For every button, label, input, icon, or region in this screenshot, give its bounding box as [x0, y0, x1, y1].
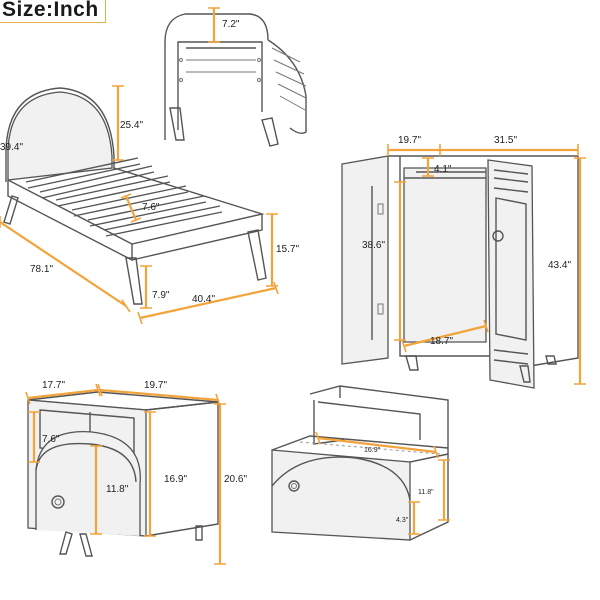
bed-leg-height-label: 7.9"	[152, 290, 170, 301]
bed-view: 25.4" 39.4" 7.6" 78.1" 15.7" 7.9" 40.4"	[0, 85, 299, 325]
drawer-depth-label: 4.3"	[396, 517, 409, 524]
bed-slats	[25, 157, 223, 237]
wardrobe-inner-depth-label: 18.7"	[430, 336, 453, 347]
wardrobe-view: 19.7" 31.5" 4.1" 38.6" 43.4" 18.7"	[341, 135, 586, 389]
nightstand-body-height-label: 16.9"	[164, 474, 187, 485]
wardrobe-inner-height-label: 38.6"	[362, 240, 385, 251]
title-box: Size:Inch	[0, 0, 106, 23]
bed-slat-gap-label: 7.6"	[142, 202, 160, 213]
bed-width-label: 40.4"	[192, 294, 215, 305]
wardrobe-width-label: 31.5"	[494, 135, 517, 146]
bed-rail-height-label: 15.7"	[276, 244, 299, 255]
bed-detail-gap-label: 7.2"	[222, 19, 240, 30]
page-title: Size:Inch	[2, 0, 99, 21]
nightstand-width-label: 19.7"	[144, 380, 167, 391]
bed-detail-view: 7.2"	[164, 7, 307, 147]
wardrobe-depth-label: 19.7"	[398, 135, 421, 146]
nightstand-height-label: 20.6"	[224, 474, 247, 485]
wardrobe-height-label: 43.4"	[548, 260, 571, 271]
nightstand-view: 17.7" 19.7" 7.6" 11.8" 16.9" 20.6"	[25, 380, 247, 565]
bed-headboard-height-label: 25.4"	[120, 120, 143, 131]
nightstand-shelf-height-label: 7.6"	[42, 434, 60, 445]
wardrobe-top-gap-label: 4.1"	[434, 164, 452, 175]
drawer-width-label: 16.9"	[364, 447, 381, 454]
nightstand-depth-label: 17.7"	[42, 380, 65, 391]
drawer-inner-height-label: 11.8"	[418, 489, 434, 496]
drawer-view: 16.9" 11.8" 4.3"	[271, 385, 450, 541]
nightstand-door-height-label: 11.8"	[106, 484, 129, 495]
bed-headboard-width-label: 39.4"	[0, 142, 23, 153]
bed-length-label: 78.1"	[30, 264, 53, 275]
